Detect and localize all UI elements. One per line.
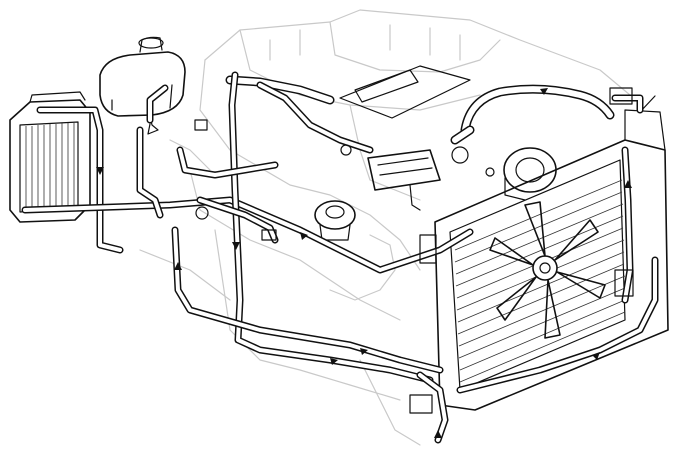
water-pump [503, 147, 557, 201]
coolant-hoses [225, 75, 615, 145]
expansion-tank [99, 36, 186, 135]
arrow-icon [232, 242, 240, 250]
arrow-icon [540, 88, 548, 95]
arrow-icon [174, 262, 182, 270]
thermostat-housing [367, 146, 469, 211]
arrow-icon [330, 358, 338, 365]
valve-cover [339, 65, 471, 119]
arrow-icon [300, 232, 308, 240]
cooling-fan [489, 201, 606, 339]
flow-arrows [96, 88, 632, 438]
arrow-icon [434, 430, 442, 438]
fittings [194, 87, 634, 414]
arrow-icon [624, 180, 632, 188]
arrow-icon [592, 352, 600, 360]
coolant-pipes [21, 71, 659, 444]
oil-cooler [314, 200, 356, 241]
arrow-icon [96, 167, 104, 175]
engine-block [139, 9, 631, 446]
arrow-icon [360, 348, 368, 355]
